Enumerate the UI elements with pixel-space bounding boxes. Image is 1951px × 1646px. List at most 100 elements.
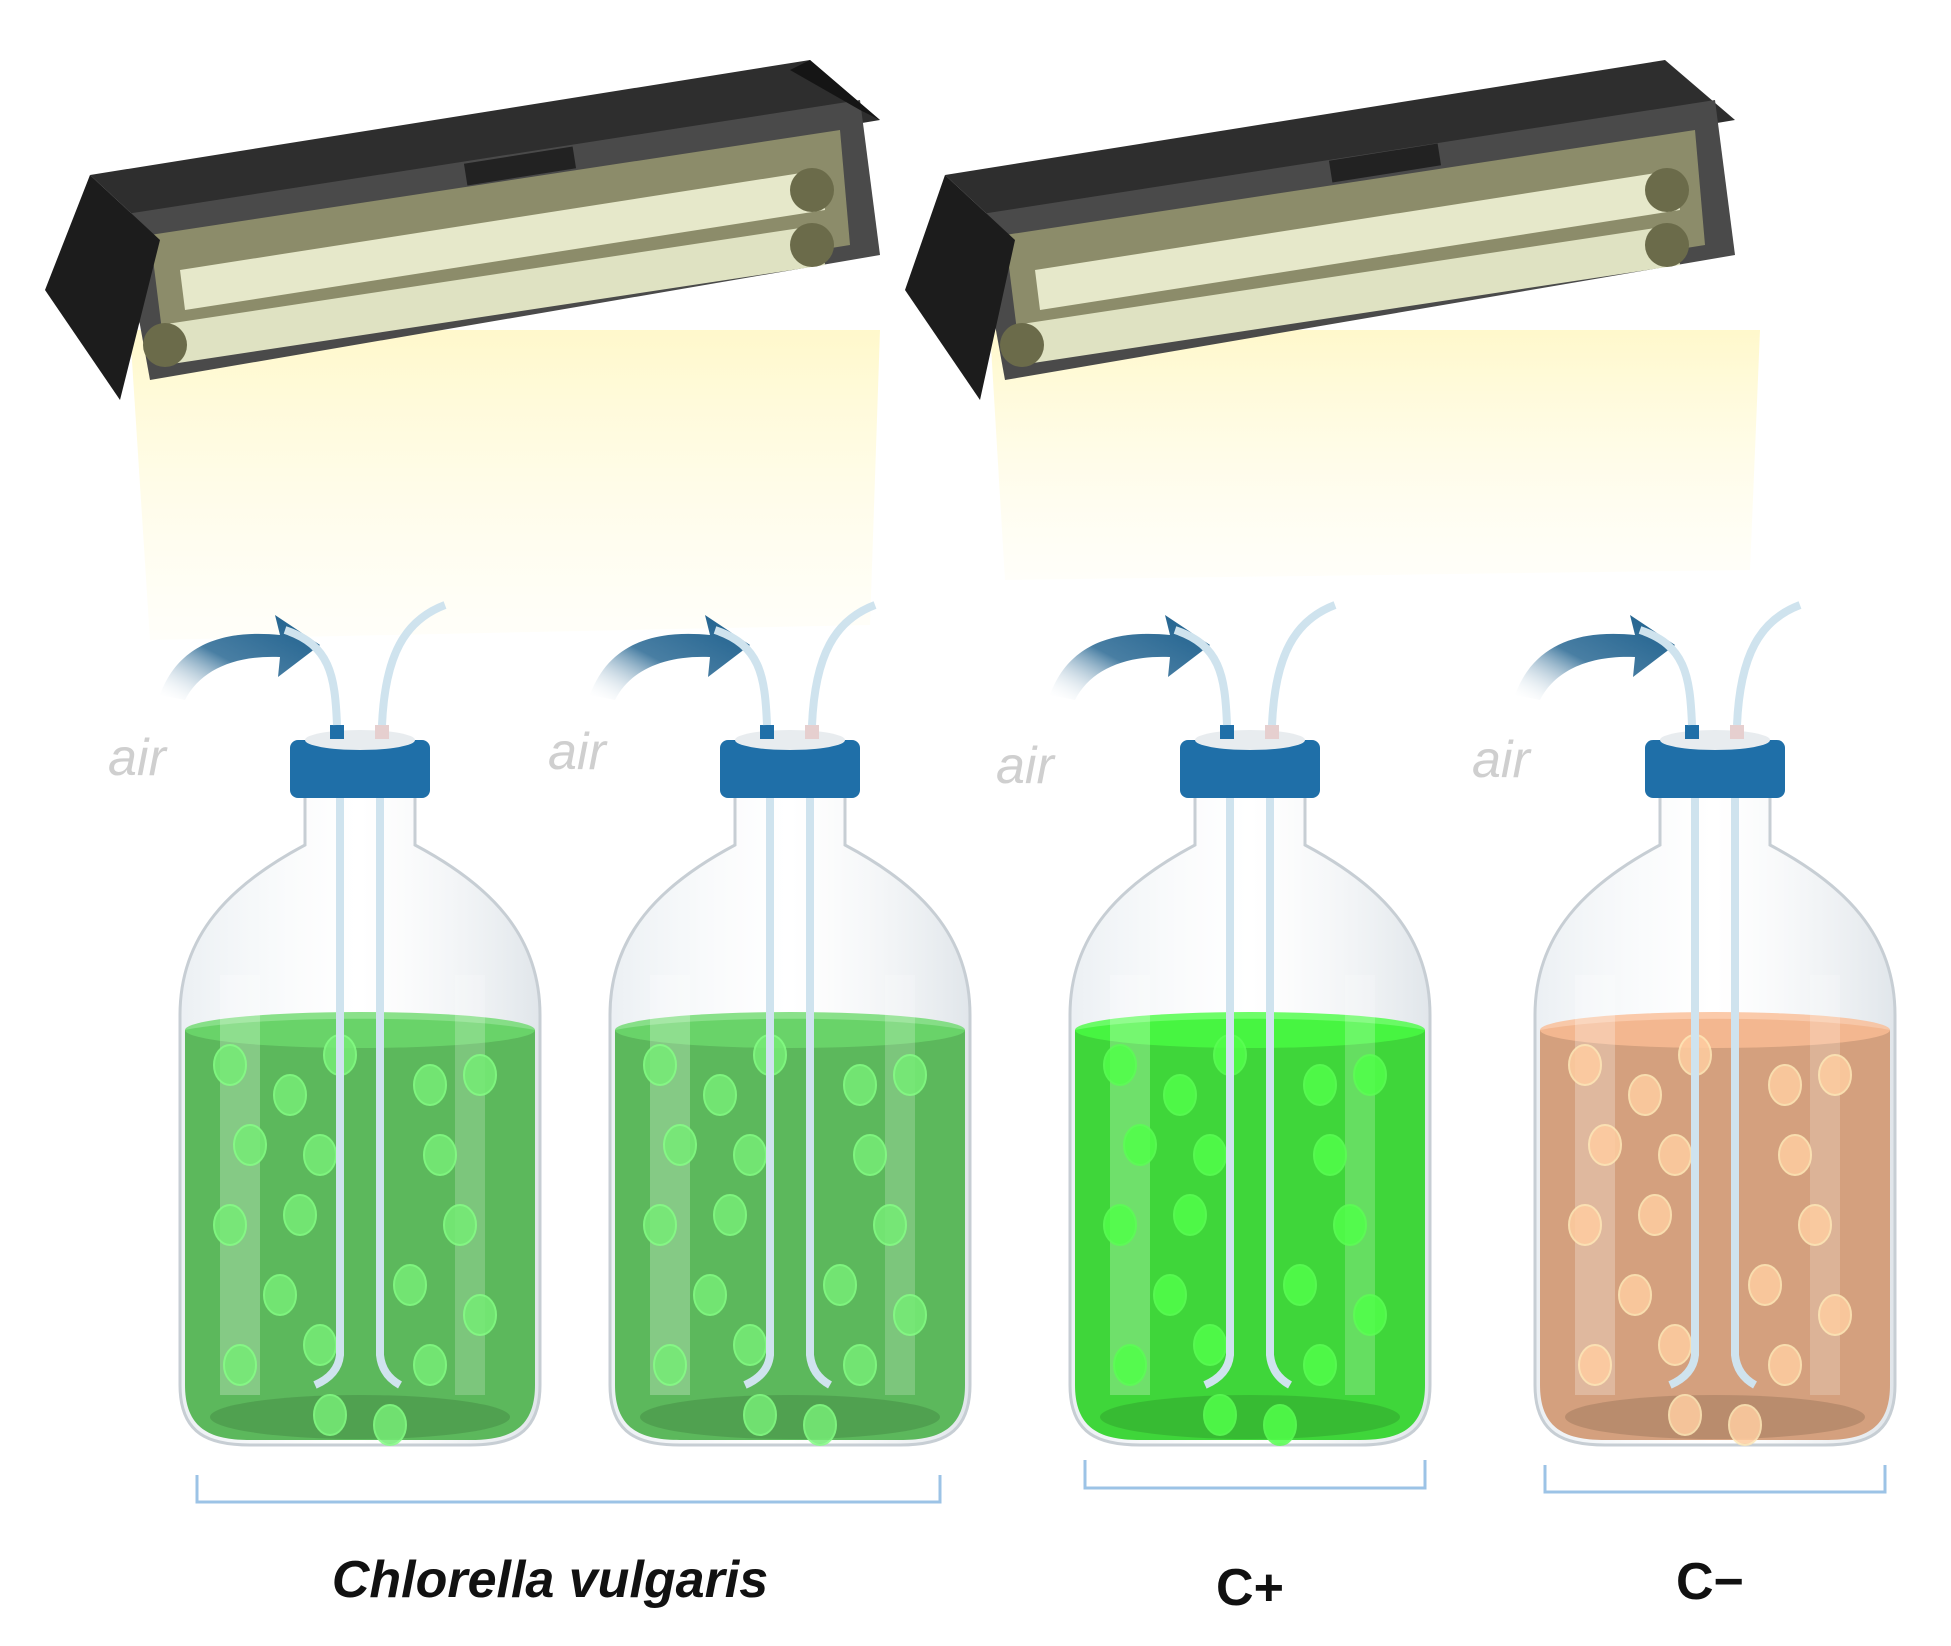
air-bubble <box>1193 1324 1227 1366</box>
lamp-tube-lower-left <box>143 223 834 367</box>
air-bubble <box>273 1074 307 1116</box>
air-bubble <box>1568 1204 1602 1246</box>
glass-highlight <box>1110 975 1150 1395</box>
liquid-bottom-shadow <box>210 1395 510 1439</box>
air-bubble <box>643 1044 677 1086</box>
air-bubble <box>823 1264 857 1306</box>
air-bubble <box>1263 1404 1297 1446</box>
fluorescent-lamp-left <box>45 60 880 640</box>
air-arrow-icon <box>160 615 320 700</box>
air-bubble <box>1768 1344 1802 1386</box>
bottle-cap <box>1645 740 1785 798</box>
tube-connector <box>805 725 819 739</box>
air-bubble <box>873 1204 907 1246</box>
cap-top <box>305 730 415 750</box>
light-glow-right <box>990 330 1760 580</box>
air-bubble <box>413 1344 447 1386</box>
air-bubble <box>233 1124 267 1166</box>
air-bubble <box>843 1064 877 1106</box>
lamp-tube-upper-right <box>1035 168 1689 310</box>
air-arrow-icon <box>1515 615 1675 700</box>
air-arrow-icon <box>1050 615 1210 700</box>
air-bubble <box>1588 1124 1622 1166</box>
tube-connector <box>375 725 389 739</box>
inlet-tube <box>313 755 344 1389</box>
air-bubble <box>1203 1394 1237 1436</box>
air-bubble <box>1748 1264 1782 1306</box>
air-bubble <box>1123 1124 1157 1166</box>
air-bubble <box>1768 1064 1802 1106</box>
external-inlet-tube <box>1638 626 1696 726</box>
air-bubble <box>1618 1274 1652 1316</box>
air-bubble <box>1103 1204 1137 1246</box>
bottle-cap <box>1180 740 1320 798</box>
lamp-end-cap-right-side <box>790 60 880 120</box>
air-bubble <box>693 1274 727 1316</box>
liquid-surface <box>615 1012 965 1048</box>
glass-highlight <box>220 975 260 1395</box>
external-inlet-tube <box>1173 626 1231 726</box>
tube-connector <box>1220 725 1234 739</box>
air-bubble <box>1778 1134 1812 1176</box>
air-bubble <box>1173 1194 1207 1236</box>
culture-liquid <box>1540 1018 1890 1440</box>
lamp-tube-lower-right <box>1000 223 1689 367</box>
culture-bottle-2 <box>590 601 972 1447</box>
lamp-switch-left <box>463 146 577 186</box>
tube-connector <box>760 725 774 739</box>
air-bubble <box>653 1344 687 1386</box>
culture-liquid <box>1075 1018 1425 1440</box>
air-bubble <box>1568 1044 1602 1086</box>
culture-bottle-4 <box>1515 601 1897 1447</box>
group-label-chlorella-vulgaris: Chlorella vulgaris <box>331 1551 769 1609</box>
outlet-tube <box>376 755 403 1389</box>
culture-bottle-3 <box>1050 601 1432 1447</box>
group-label-c-minus: C− <box>1676 1553 1744 1611</box>
air-bubble <box>1103 1044 1137 1086</box>
air-bubble <box>1113 1344 1147 1386</box>
air-bubble <box>1728 1404 1762 1446</box>
air-bubble <box>1353 1294 1387 1336</box>
bottles-layer <box>160 601 1897 1447</box>
air-bubble <box>1303 1064 1337 1106</box>
air-label-4: air <box>1472 731 1530 789</box>
outlet-tube <box>1731 755 1758 1389</box>
tube-connector <box>1685 725 1699 739</box>
air-bubble <box>893 1294 927 1336</box>
cap-top <box>1660 730 1770 750</box>
bracket-c-plus <box>1083 1460 1427 1490</box>
external-inlet-tube <box>713 626 771 726</box>
lamp-switch-right <box>1328 143 1442 183</box>
air-bubble <box>853 1134 887 1176</box>
glass-highlight <box>1575 975 1615 1395</box>
liquid-bottom-shadow <box>1100 1395 1400 1439</box>
air-bubble <box>1193 1134 1227 1176</box>
air-bubble <box>1798 1204 1832 1246</box>
air-bubble <box>213 1204 247 1246</box>
air-bubble <box>803 1404 837 1446</box>
inlet-tube <box>1668 755 1699 1389</box>
air-bubble <box>1818 1054 1852 1096</box>
culture-liquid <box>185 1018 535 1440</box>
air-bubble <box>443 1204 477 1246</box>
bracket-c-minus <box>1543 1465 1887 1494</box>
air-bubble <box>843 1344 877 1386</box>
inlet-tube <box>743 755 774 1389</box>
cap-top <box>1195 730 1305 750</box>
outlet-tube <box>806 755 833 1389</box>
light-glow-left <box>130 330 880 640</box>
group-brackets <box>195 1460 1887 1504</box>
lamp-tube-upper-left <box>180 168 834 310</box>
air-bubble <box>743 1394 777 1436</box>
air-bubble <box>1313 1134 1347 1176</box>
air-bubble <box>423 1134 457 1176</box>
tube-connector <box>330 725 344 739</box>
air-bubble <box>373 1404 407 1446</box>
air-bubble <box>1163 1074 1197 1116</box>
air-bubble <box>703 1074 737 1116</box>
culture-bottle-1 <box>160 601 542 1447</box>
air-bubble <box>223 1344 257 1386</box>
air-arrow-icon <box>590 615 750 700</box>
external-outlet-tube <box>808 601 877 726</box>
